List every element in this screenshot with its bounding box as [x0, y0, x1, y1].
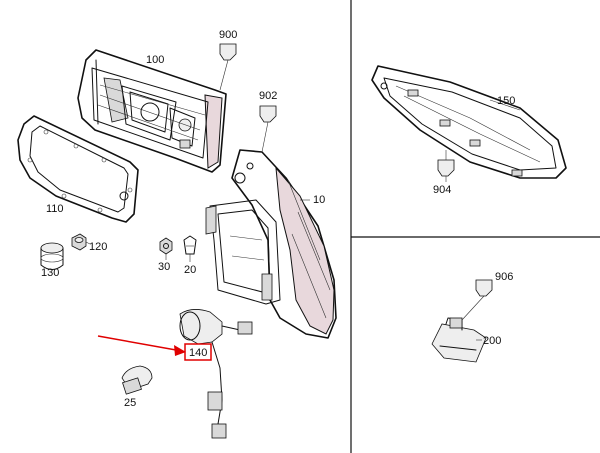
cover-panel [371, 65, 567, 179]
label-906[interactable]: 906 [495, 271, 513, 283]
label-150[interactable]: 150 [497, 95, 515, 107]
bulb-socket-cable [179, 309, 253, 439]
fastener-906 [475, 279, 493, 297]
part-labels: 900 100 902 110 10 120 130 30 20 140 25 … [41, 29, 515, 409]
tail-lamp-housing [77, 49, 227, 173]
label-200[interactable]: 200 [483, 335, 501, 347]
highlight-box [184, 343, 212, 361]
clip-20 [183, 235, 197, 255]
label-25[interactable]: 25 [124, 397, 136, 409]
grommet [40, 242, 64, 270]
fastener-902 [259, 105, 277, 123]
label-900[interactable]: 900 [219, 29, 237, 41]
label-904[interactable]: 904 [433, 184, 451, 196]
label-120[interactable]: 120 [89, 241, 107, 253]
fastener-904 [437, 159, 455, 177]
hex-nut [71, 233, 87, 251]
label-20[interactable]: 20 [184, 264, 196, 276]
label-30[interactable]: 30 [158, 261, 170, 273]
fastener-900 [219, 43, 237, 61]
highlight-arrow [97, 335, 186, 356]
label-110[interactable]: 110 [46, 203, 64, 215]
label-100[interactable]: 100 [146, 54, 164, 66]
lamp-gasket [17, 115, 139, 223]
bulb [121, 365, 153, 395]
clip-30 [159, 237, 173, 255]
label-140[interactable]: 140 [189, 347, 207, 359]
leader-lines [85, 59, 521, 341]
panel-frames [350, 0, 600, 453]
tail-lamp-assembly [205, 149, 337, 339]
label-130[interactable]: 130 [41, 267, 59, 279]
switch [431, 317, 487, 363]
label-10[interactable]: 10 [313, 194, 325, 206]
label-902[interactable]: 902 [259, 90, 277, 102]
